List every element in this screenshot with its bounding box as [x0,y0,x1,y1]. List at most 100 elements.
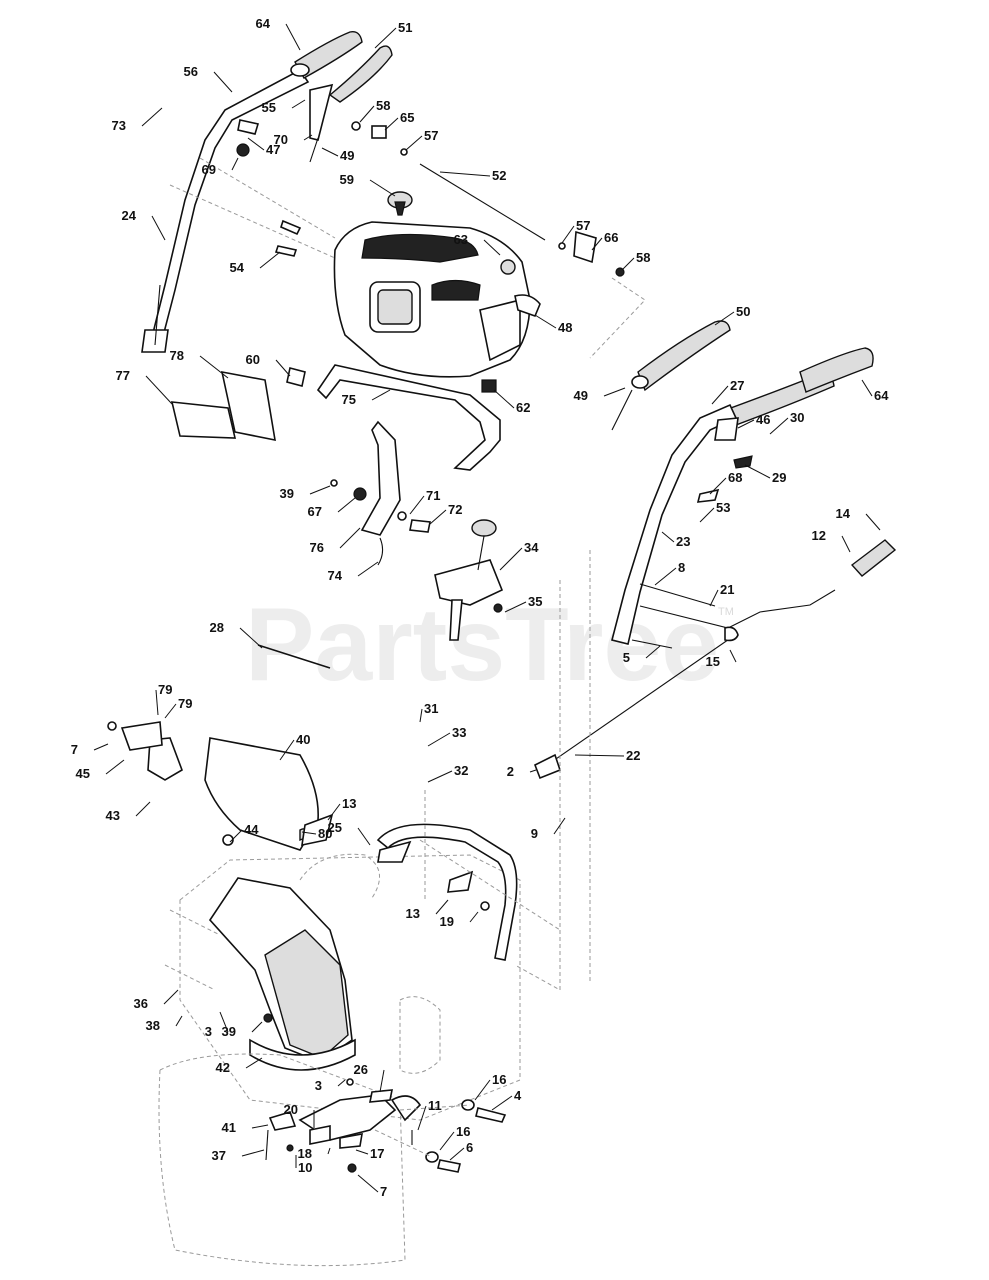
callout-13: 13 [406,899,449,921]
callout-71: 71 [409,488,440,515]
callout-45: 45 [76,759,125,781]
callout-leader [729,649,737,663]
callout-leader [621,257,635,271]
callout-label: 39 [222,1024,236,1039]
callout-69: 69 [202,157,239,177]
callout-leader [163,989,179,1005]
callout-leader [714,311,735,326]
callout-leader [483,239,501,256]
callout-leader [384,117,399,131]
callout-label: 37 [212,1148,226,1163]
callout-label: 4 [514,1088,522,1103]
callout-leader [337,1079,346,1087]
callout-label: 10 [298,1160,312,1175]
callout-12: 12 [812,528,851,553]
callout-label: 7 [71,742,78,757]
callout-leader [661,531,675,543]
callout-leader [93,743,109,751]
callout-42: 42 [216,1057,263,1075]
callout-leader [435,899,449,915]
callout-label: 3 [205,1024,212,1039]
callout-29: 29 [744,464,786,485]
callout-43: 43 [106,801,151,823]
callout-label: 68 [728,470,742,485]
callout-64: 64 [861,379,889,403]
callout-16: 16 [474,1072,506,1101]
callout-38: 38 [146,1015,183,1033]
callout-label: 74 [328,568,343,583]
callout-75: 75 [342,389,391,407]
callout-leader [245,1057,263,1069]
callout-leader [175,1015,183,1027]
callout-label: 73 [112,118,126,133]
watermark: PartsTree [245,587,719,703]
callout-30: 30 [769,410,804,435]
callout-leader [164,703,177,719]
callout-leader [357,561,379,577]
callout-label: 24 [122,208,137,223]
callout-leader [229,829,243,843]
callout-label: 71 [426,488,440,503]
callout-16: 16 [439,1124,470,1151]
callout-leader [155,689,159,716]
callout-7: 7 [71,742,109,757]
chute-handle [376,823,518,961]
callout-67: 67 [308,497,356,519]
callout-34: 34 [499,540,539,571]
callout-leader [405,135,423,151]
callout-label: 11 [428,1098,442,1113]
callout-label: 21 [720,582,734,597]
callout-39: 39 [280,485,331,501]
callout-label: 66 [604,230,618,245]
callout-leader [603,387,626,397]
callout-7: 7 [357,1174,387,1199]
lower-linkage [265,1078,507,1173]
mount-bracket [330,420,431,566]
callout-label: 80 [318,826,332,841]
callout-80: 80 [301,826,332,841]
callout-label: 19 [440,914,454,929]
callout-leader [369,179,396,197]
callout-64: 64 [256,16,301,51]
callout-leader [504,601,527,613]
callout-label: 67 [308,504,322,519]
callout-label: 27 [730,378,744,393]
callout-leader [409,495,425,515]
callout-label: 55 [262,100,276,115]
rods [257,539,897,780]
callout-label: 3 [315,1078,322,1093]
callout-label: 6 [466,1140,473,1155]
callout-leader [247,137,265,151]
callout-label: 52 [492,168,506,183]
callout-74: 74 [328,561,379,583]
callout-leader [574,754,625,757]
callout-23: 23 [661,531,690,549]
callout-leader [259,251,281,269]
callout-leader [321,147,339,157]
callout-label: 65 [400,110,414,125]
callout-49: 49 [574,387,626,403]
callout-label: 69 [202,162,216,177]
callout-label: 17 [370,1146,384,1161]
callout-leader [654,567,677,586]
callout-54: 54 [230,251,281,275]
callout-55: 55 [262,99,306,115]
callout-78: 78 [170,348,229,379]
callout-11: 11 [417,1098,442,1131]
callout-label: 49 [574,388,588,403]
callout-label: 60 [246,352,260,367]
callout-label: 42 [216,1060,230,1075]
callout-label: 34 [524,540,539,555]
callout-13: 13 [327,796,356,821]
callout-label: 12 [812,528,826,543]
callout-10: 10 [295,1155,312,1175]
callout-68: 68 [709,470,742,495]
callout-39: 39 [222,1021,263,1039]
callout-26: 26 [354,1062,385,1093]
callout-label: 46 [756,412,770,427]
callout-label: 47 [266,142,280,157]
callout-63: 63 [454,232,501,256]
callout-17: 17 [355,1146,384,1161]
callout-65: 65 [384,110,414,131]
callout-77: 77 [116,368,173,405]
